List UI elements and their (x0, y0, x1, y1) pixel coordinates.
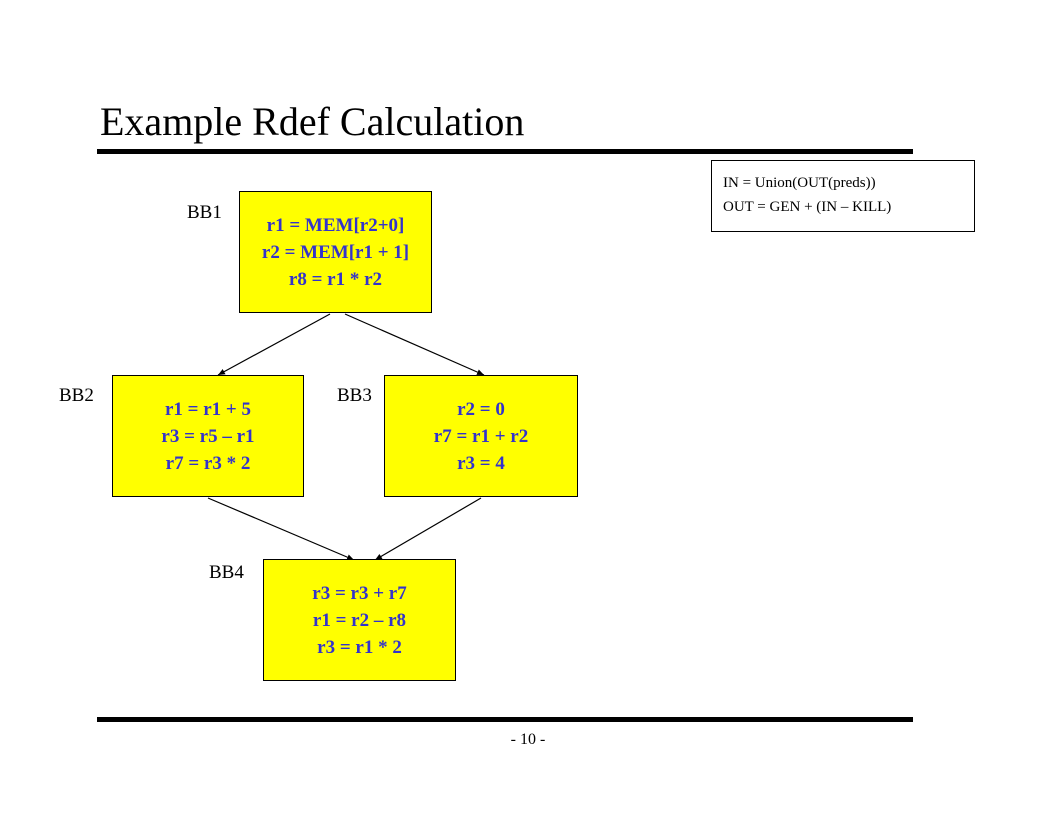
edge-bb1-bb2 (217, 313, 331, 376)
bb2-instruction: r1 = r1 + 5 (164, 398, 252, 420)
page-number: - 10 - (510, 731, 546, 748)
bb3-instruction: r3 = 4 (457, 452, 505, 474)
edge-bb2-bb4 (207, 497, 355, 561)
bb4-instruction: r1 = r2 – r8 (312, 609, 407, 631)
bb3-instruction: r7 = r1 + r2 (433, 425, 529, 447)
equation-out: OUT = GEN + (IN – KILL) (723, 199, 892, 215)
equation-in: IN = Union(OUT(preds)) (723, 175, 876, 191)
bb1-instruction: r2 = MEM[r1 + 1] (261, 241, 410, 263)
bb4-instruction: r3 = r3 + r7 (312, 582, 407, 604)
bb4-label: BB4 (209, 562, 244, 583)
edge-bb3-bb4 (374, 497, 482, 561)
bb4-instruction: r3 = r1 * 2 (317, 636, 402, 658)
bb2-instruction: r3 = r5 – r1 (161, 425, 255, 447)
edge-bb1-bb3 (344, 313, 485, 376)
title-divider (97, 149, 913, 154)
bb3-label: BB3 (337, 385, 372, 406)
bb1-instruction: r8 = r1 * r2 (288, 268, 383, 290)
basic-block-bb3: r2 = 0 r7 = r1 + r2 r3 = 4 (384, 375, 578, 497)
bb2-label: BB2 (59, 385, 94, 406)
basic-block-bb4: r3 = r3 + r7 r1 = r2 – r8 r3 = r1 * 2 (263, 559, 456, 681)
bb1-label: BB1 (187, 202, 222, 223)
basic-block-bb2: r1 = r1 + 5 r3 = r5 – r1 r7 = r3 * 2 (112, 375, 304, 497)
bb3-instruction: r2 = 0 (457, 398, 505, 420)
bb2-instruction: r7 = r3 * 2 (165, 452, 251, 474)
basic-block-bb1: r1 = MEM[r2+0] r2 = MEM[r1 + 1] r8 = r1 … (239, 191, 432, 313)
bb1-instruction: r1 = MEM[r2+0] (266, 214, 405, 236)
dataflow-equations-box: IN = Union(OUT(preds)) OUT = GEN + (IN –… (711, 160, 975, 232)
slide-title: Example Rdef Calculation (100, 99, 525, 144)
footer-divider (97, 717, 913, 722)
